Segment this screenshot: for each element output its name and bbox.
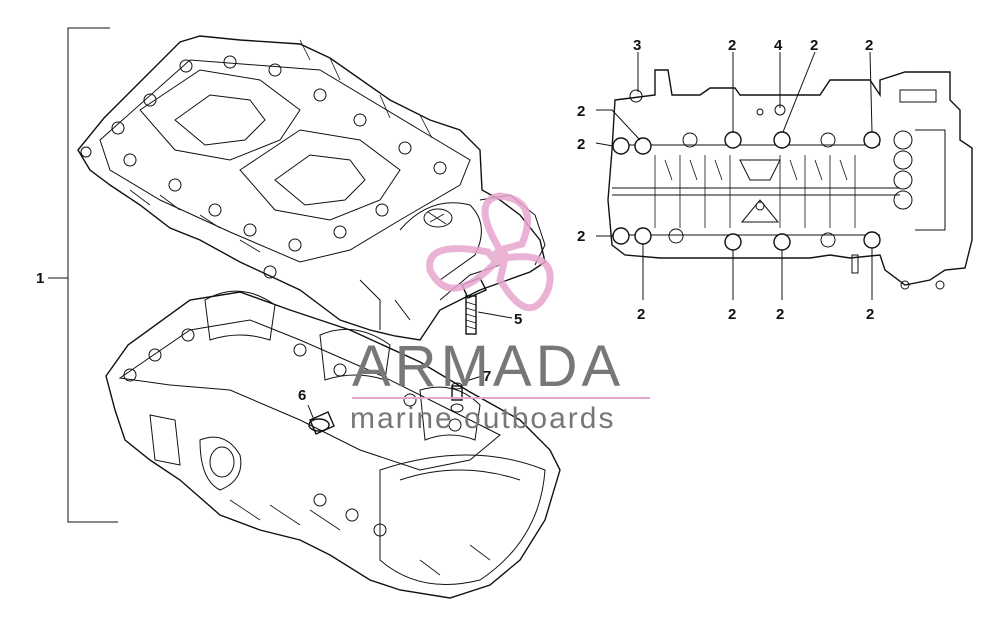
assembly-bracket xyxy=(48,27,118,523)
callout-7: 7 xyxy=(483,368,491,385)
propeller-logo xyxy=(426,192,554,312)
callout-2-bottom-4: 2 xyxy=(866,306,874,323)
dowel-pin-part-7 xyxy=(450,375,483,413)
watermark-subtitle: marine outboards xyxy=(350,402,615,435)
callout-2-top-2: 2 xyxy=(810,37,818,54)
watermark-title: ARMADA xyxy=(352,334,624,399)
callout-1: 1 xyxy=(36,270,44,287)
upper-crankcase xyxy=(77,35,546,341)
callout-2-bottom-1: 2 xyxy=(637,306,645,323)
callout-2-top-1: 2 xyxy=(728,37,736,54)
callout-2-top-3: 2 xyxy=(865,37,873,54)
callout-labels: 1 5 6 7 3 2 4 2 2 2 2 2 2 2 2 2 xyxy=(36,37,874,404)
callout-2-left-2: 2 xyxy=(577,136,585,153)
lower-crankcase xyxy=(105,290,561,599)
armada-watermark: ARMADA marine outboards xyxy=(350,192,650,435)
callout-2-bottom-2: 2 xyxy=(728,306,736,323)
callout-3: 3 xyxy=(633,37,641,54)
callout-4: 4 xyxy=(774,37,783,54)
crankcase-bottom-view xyxy=(595,51,973,300)
callout-2-left-3: 2 xyxy=(577,228,585,245)
callout-2-bottom-3: 2 xyxy=(776,306,784,323)
callout-6: 6 xyxy=(298,387,306,404)
callout-5: 5 xyxy=(514,311,522,328)
dowel-part-6 xyxy=(307,404,335,435)
callout-2-left-1: 2 xyxy=(577,103,585,120)
